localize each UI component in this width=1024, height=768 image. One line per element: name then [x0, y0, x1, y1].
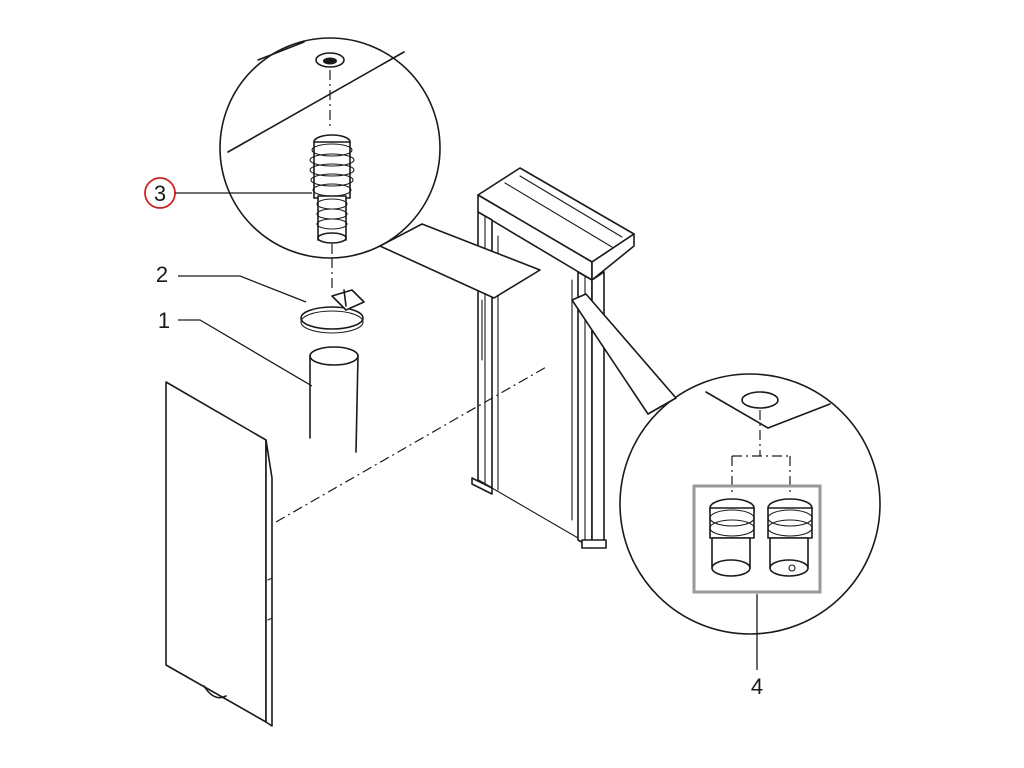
detail-bottom-pointer — [571, 293, 677, 415]
callout-2: 2 — [156, 262, 307, 303]
detail-circle-top — [219, 37, 441, 259]
assembly-dash-line — [275, 365, 549, 523]
callout-2-label: 2 — [156, 262, 168, 287]
side-panel — [165, 381, 273, 727]
part-2-clamp — [300, 289, 365, 334]
callout-4: 4 — [751, 594, 763, 699]
callout-3: 3 — [144, 177, 312, 209]
part-4-detail-box — [692, 484, 822, 594]
door-frame — [471, 167, 635, 549]
callout-3-label: 3 — [154, 181, 166, 206]
callout-1-label: 1 — [158, 308, 170, 333]
part-4-plug-left — [709, 498, 755, 577]
detail-circle-bottom — [619, 373, 881, 635]
part-3-fitting — [309, 134, 355, 244]
part-1-hose — [309, 346, 359, 453]
callout-1: 1 — [158, 308, 313, 387]
callout-4-label: 4 — [751, 674, 763, 699]
detail-top-pointer — [379, 223, 541, 299]
part-4-plug-right — [767, 498, 813, 577]
